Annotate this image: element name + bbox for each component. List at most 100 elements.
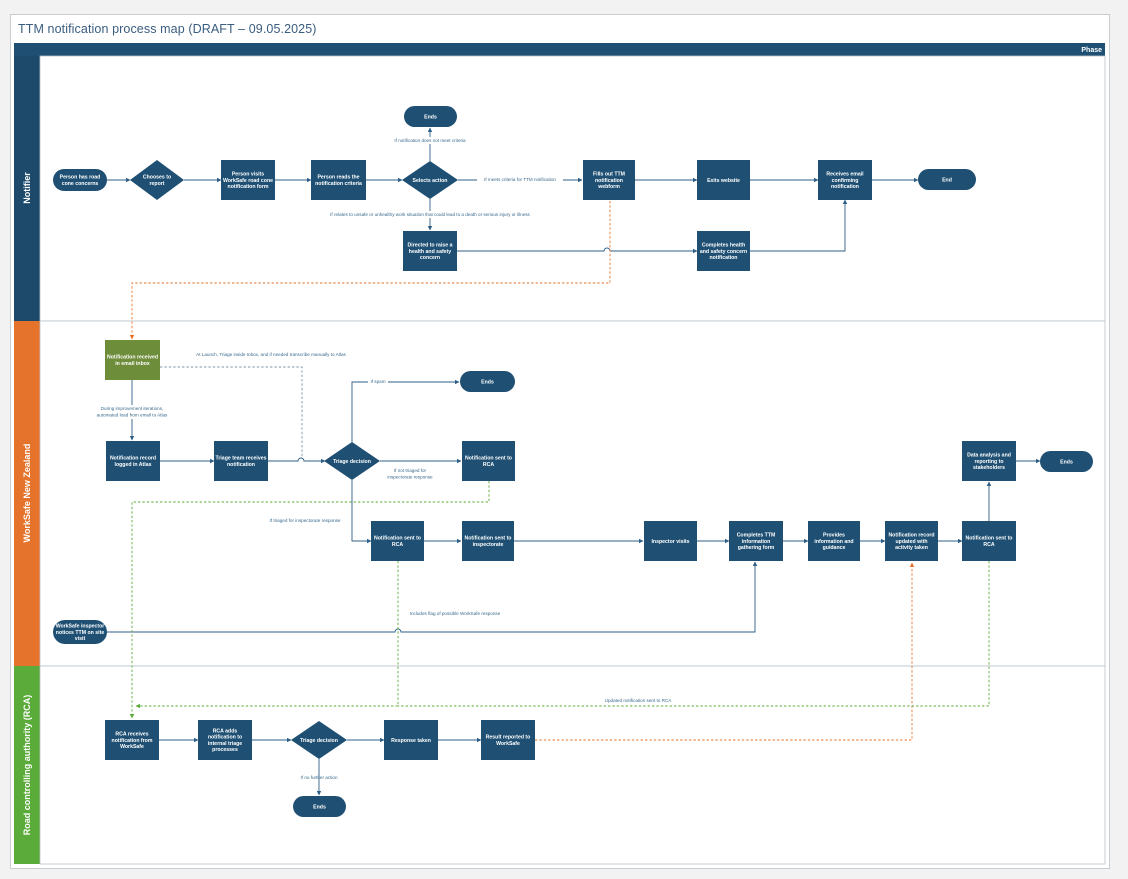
lane-worksafe: WorkSafe New Zealand xyxy=(14,320,1106,667)
label-not-triaged-2: inspectorate response xyxy=(387,475,433,480)
node-label: confirming xyxy=(832,178,859,184)
node-label: RCA xyxy=(983,542,994,548)
label-meets-criteria: If meets criteria for TTM notification xyxy=(484,177,556,182)
node-inspector-visits: Inspector visits xyxy=(644,521,697,561)
node-end: End xyxy=(918,169,976,190)
node-label: Ends xyxy=(424,114,437,120)
node-ends-worksafe: Ends xyxy=(1040,451,1093,472)
node-label: Ends xyxy=(1060,459,1073,465)
label-includes-flag: Includes flag of possible WorkSafe respo… xyxy=(410,611,501,616)
node-label: Receives email xyxy=(826,172,864,178)
node-exits-website: Exits website xyxy=(697,160,750,200)
node-label: Selects action xyxy=(413,178,448,184)
node-label: health and safety xyxy=(409,249,451,255)
node-label: information and xyxy=(814,539,853,545)
node-label: Notification record xyxy=(110,456,156,462)
node-label: Notification received xyxy=(107,355,158,361)
lane-label-rca: Road controlling authority (RCA) xyxy=(22,695,32,836)
label-triaged: If triaged for inspectorate response xyxy=(270,518,341,523)
node-label: stakeholders xyxy=(973,465,1005,471)
node-label: Directed to raise a xyxy=(408,243,453,249)
node-label: Exits website xyxy=(707,178,740,184)
node-label: WorkSafe road cone xyxy=(223,178,273,184)
node-label: Fills out TTM xyxy=(593,172,625,178)
node-label: Data analysis and xyxy=(967,453,1011,459)
lane-label-notifier: Notifier xyxy=(22,172,32,204)
node-ends-spam: Ends xyxy=(460,371,515,392)
node-label: processes xyxy=(212,747,238,753)
node-label: Response taken xyxy=(391,738,431,744)
node-ends-notifier: Ends xyxy=(404,106,457,127)
label-during-1: During improvement iterations, xyxy=(101,406,164,411)
label-updated-sent: Updated notification sent to RCA xyxy=(605,698,673,703)
node-label: notification from xyxy=(112,738,153,744)
node-label: WorkSafe xyxy=(496,741,520,747)
node-label: Notification sent to xyxy=(374,536,421,542)
node-label: notification xyxy=(831,184,859,190)
node-label: internal triage xyxy=(208,741,242,747)
edge-labels: If notification does not meet criteria I… xyxy=(88,137,680,780)
node-label: Inspector visits xyxy=(651,539,689,545)
node-label: RCA xyxy=(483,462,494,468)
node-response-taken: Response taken xyxy=(384,720,438,760)
node-label: Person visits xyxy=(232,172,264,178)
label-during-2: automated load from email to Atlas xyxy=(97,413,168,418)
node-label: notices TTM on site xyxy=(56,630,105,636)
node-label: RCA xyxy=(392,542,403,548)
node-label: gathering form xyxy=(738,545,775,551)
label-no-further: If no further action xyxy=(300,775,337,780)
node-label: report xyxy=(150,181,165,187)
node-label: Completes health xyxy=(702,243,745,249)
label-unsafe: If relates to unsafe or unhealthy work s… xyxy=(330,212,530,217)
node-label: WorkSafe inspector xyxy=(56,624,105,630)
node-label: Notification sent to xyxy=(465,456,512,462)
node-label: guidance xyxy=(823,545,846,551)
node-label: RCA adds xyxy=(213,729,238,735)
node-label: Notification sent to xyxy=(966,536,1013,542)
node-label: information xyxy=(742,539,771,545)
node-label: cone concerns xyxy=(62,181,99,187)
node-triage-decision-rca: Triage decision xyxy=(291,721,347,759)
node-label: inspectorate xyxy=(473,542,504,548)
lane-label-worksafe: WorkSafe New Zealand xyxy=(22,444,32,543)
node-label: activity taken xyxy=(895,545,928,551)
node-ends-rca: Ends xyxy=(293,796,346,817)
node-label: Person reads the xyxy=(317,175,359,181)
label-does-not-meet: If notification does not meet criteria xyxy=(394,138,466,143)
node-label: webform xyxy=(597,184,620,190)
node-label: notification to xyxy=(208,735,242,741)
node-label: concern xyxy=(420,255,440,261)
node-triage-decision-worksafe: Triage decision xyxy=(324,442,380,480)
label-if-spam: If spam xyxy=(370,379,385,384)
node-label: visit xyxy=(75,636,86,642)
node-label: Notification sent to xyxy=(465,536,512,542)
label-launch: At Launch, Triage inside Inbox, and if n… xyxy=(196,352,346,357)
node-label: Triage team receives xyxy=(215,456,266,462)
node-label: Ends xyxy=(313,804,326,810)
node-label: notification form xyxy=(228,184,269,190)
node-label: updated with xyxy=(896,539,928,545)
node-label: notification criteria xyxy=(315,181,362,187)
label-not-triaged-1: If not triaged for xyxy=(394,468,427,473)
node-label: Chooses to xyxy=(143,175,171,181)
phase-label: Phase xyxy=(1081,47,1102,54)
